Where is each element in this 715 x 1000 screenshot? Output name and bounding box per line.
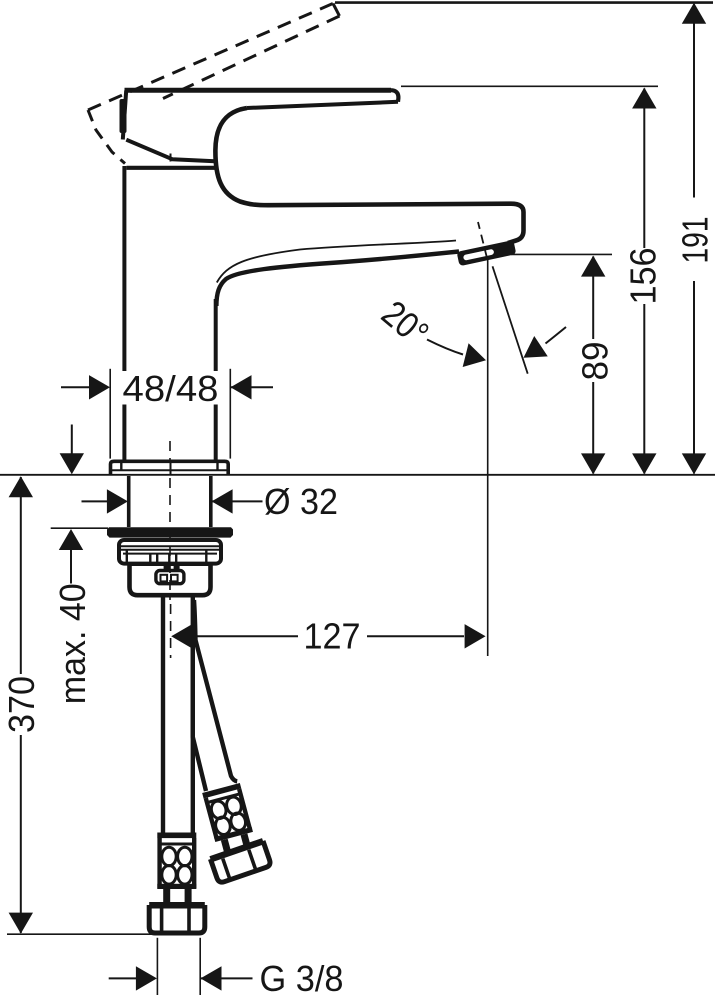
svg-text:156: 156 bbox=[622, 248, 663, 305]
svg-text:370: 370 bbox=[1, 676, 42, 733]
svg-text:191: 191 bbox=[674, 217, 715, 264]
svg-text:127: 127 bbox=[304, 616, 361, 657]
svg-text:max. 40: max. 40 bbox=[52, 583, 93, 704]
svg-text:Ø 32: Ø 32 bbox=[264, 481, 338, 522]
svg-text:20°: 20° bbox=[374, 293, 436, 355]
svg-text:89: 89 bbox=[574, 342, 615, 381]
svg-text:48/48: 48/48 bbox=[123, 368, 219, 409]
svg-text:G 3/8: G 3/8 bbox=[260, 958, 344, 999]
